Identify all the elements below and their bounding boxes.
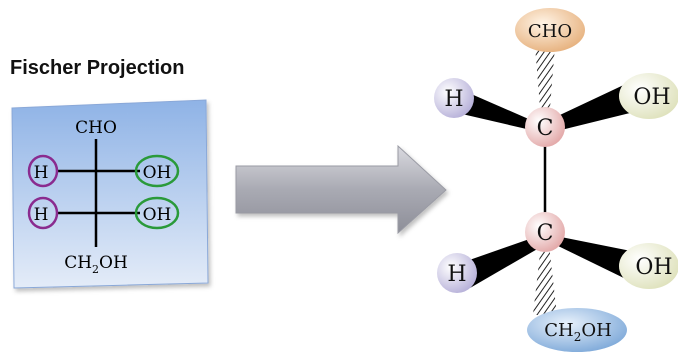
conversion-arrow <box>235 144 447 235</box>
wedge-bond-oh-1 <box>545 82 634 132</box>
fischer-right-group-1: OH <box>143 163 172 183</box>
wedge-bond-oh-2 <box>546 234 636 282</box>
3d-left-group-1: H <box>444 87 463 112</box>
fischer-left-group-1: H <box>34 163 49 183</box>
carbon-ball-2 <box>525 212 565 252</box>
carbon-label-1: C <box>537 116 554 141</box>
hydrogen-ball-1 <box>434 78 474 118</box>
3d-left-group-2: H <box>447 262 466 287</box>
fischer-bottom-group: CH2OH <box>64 253 128 276</box>
hashed-bond-top <box>535 46 555 120</box>
3d-right-group-2: OH <box>635 255 672 280</box>
3d-right-group-1: OH <box>633 85 670 110</box>
carbon-label-2: C <box>537 221 554 246</box>
3d-model: CHO H H OH OH C C CH2OH <box>434 8 678 352</box>
ch2oh-ball <box>527 308 627 352</box>
fischer-oh-circle-1 <box>134 154 180 188</box>
hashed-bond-bottom <box>533 245 557 315</box>
wedge-bond-h-2 <box>458 236 546 288</box>
fischer-left-group-2: H <box>34 205 49 225</box>
3d-bottom-group: CH2OH <box>544 320 612 344</box>
hydrogen-ball-2 <box>437 253 477 293</box>
carbon-ball-1 <box>525 107 565 147</box>
fischer-right-group-2: OH <box>143 205 172 225</box>
fischer-top-group: CHO <box>75 118 117 138</box>
oh-ball-2 <box>619 243 678 289</box>
fischer-h-circle-1 <box>27 154 59 188</box>
fischer-h-circle-2 <box>27 196 59 230</box>
page-title: Fischer Projection <box>10 57 185 79</box>
cho-ball <box>515 8 585 52</box>
fischer-oh-circle-2 <box>134 196 180 230</box>
fischer-panel: CHO H H OH OH CH2OH <box>11 99 209 289</box>
3d-top-group: CHO <box>528 21 572 42</box>
oh-ball-1 <box>619 73 678 119</box>
